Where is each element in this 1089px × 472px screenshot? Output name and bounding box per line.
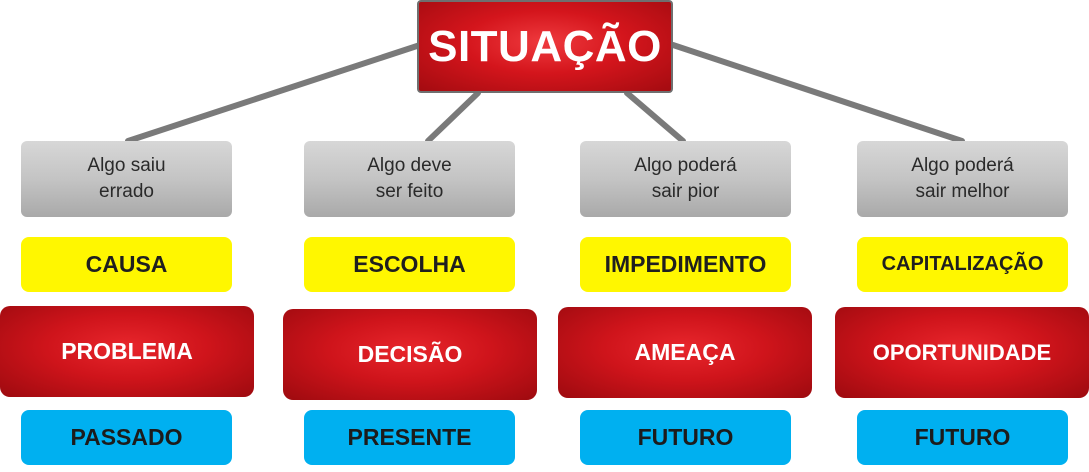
state-box-1: PROBLEMA bbox=[0, 306, 254, 397]
question-box-4: Algo poderá sair melhor bbox=[857, 141, 1068, 217]
time-box-3: FUTURO bbox=[580, 410, 791, 465]
question-line-1: Algo saiu bbox=[87, 155, 166, 176]
time-label: FUTURO bbox=[914, 424, 1011, 450]
question-box-2: Algo deve ser feito bbox=[304, 141, 515, 217]
question-line-1: Algo deve bbox=[367, 155, 452, 176]
state-label: AMEAÇA bbox=[634, 339, 736, 365]
time-box-2: PRESENTE bbox=[304, 410, 515, 465]
question-box-3: Algo poderá sair pior bbox=[580, 141, 791, 217]
question-line-2: errado bbox=[99, 181, 154, 202]
cause-box-3: IMPEDIMENTO bbox=[580, 237, 791, 292]
cause-label: ESCOLHA bbox=[353, 251, 466, 277]
cause-box-4: CAPITALIZAÇÃO bbox=[857, 237, 1068, 292]
question-box-1: Algo saiu errado bbox=[21, 141, 232, 217]
question-line-1: Algo poderá bbox=[634, 155, 737, 176]
question-line-2: sair pior bbox=[651, 181, 720, 202]
cause-label: IMPEDIMENTO bbox=[604, 251, 767, 277]
root-label: SITUAÇÃO bbox=[428, 21, 662, 71]
question-line-2: ser feito bbox=[375, 181, 444, 202]
cause-label: CAPITALIZAÇÃO bbox=[881, 253, 1044, 275]
connector-line-3 bbox=[624, 90, 686, 144]
time-label: FUTURO bbox=[637, 424, 734, 450]
cause-box-2: ESCOLHA bbox=[304, 237, 515, 292]
cause-box-1: CAUSA bbox=[21, 237, 232, 292]
question-line-1: Algo poderá bbox=[911, 155, 1014, 176]
time-box-4: FUTURO bbox=[857, 410, 1068, 465]
connector-line-1 bbox=[125, 42, 423, 144]
state-label: DECISÃO bbox=[357, 341, 463, 367]
time-label: PRESENTE bbox=[347, 424, 472, 450]
state-box-3: AMEAÇA bbox=[558, 307, 812, 398]
state-box-2: DECISÃO bbox=[283, 309, 537, 400]
state-label: PROBLEMA bbox=[61, 338, 193, 364]
connector-line-4 bbox=[670, 42, 965, 144]
time-box-1: PASSADO bbox=[21, 410, 232, 465]
connector-line-2 bbox=[425, 90, 481, 144]
root-situation-box: SITUAÇÃO bbox=[417, 0, 673, 93]
cause-label: CAUSA bbox=[85, 251, 168, 277]
state-label: OPORTUNIDADE bbox=[872, 339, 1052, 365]
question-line-2: sair melhor bbox=[915, 181, 1010, 202]
state-box-4: OPORTUNIDADE bbox=[835, 307, 1089, 398]
time-label: PASSADO bbox=[70, 424, 183, 450]
